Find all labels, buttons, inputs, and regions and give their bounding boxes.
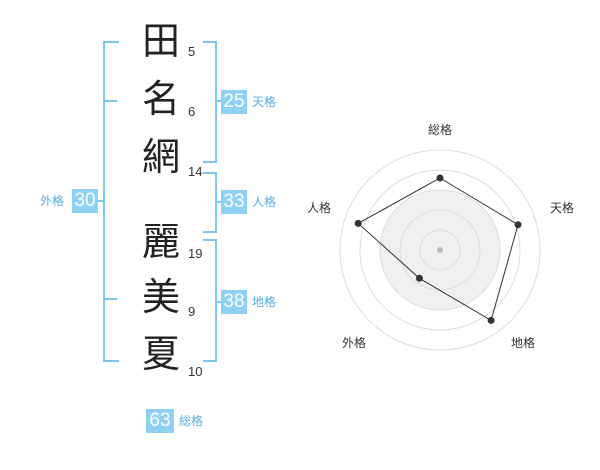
radar-center [437, 247, 443, 253]
radar-point-2 [487, 316, 495, 324]
stroke-count: 14 [188, 164, 203, 179]
gaikaku-connector [97, 200, 103, 202]
stroke-count: 9 [188, 304, 196, 319]
soukaku-label: 総格 [179, 414, 204, 428]
gaikaku-bracket-tick [103, 298, 117, 300]
stroke-count: 19 [188, 246, 203, 261]
radar-axis-label-soukaku: 総格 [428, 123, 453, 137]
radar-point-0 [436, 174, 444, 182]
jinkaku-value-badge: 33 [221, 190, 247, 214]
gaikaku-label: 外格 [40, 194, 65, 208]
tenkaku-value-badge: 25 [221, 90, 247, 114]
given-char-1: 麗 [141, 220, 180, 264]
radar-point-3 [415, 274, 423, 282]
surname-char-2: 名 [141, 77, 180, 121]
radar-grid-ring [419, 229, 461, 271]
jinkaku-connector [217, 201, 221, 203]
jinkaku-label: 人格 [252, 195, 277, 209]
stroke-count: 6 [188, 104, 196, 119]
radar-axis-label-chikaku: 地格 [511, 336, 536, 350]
surname-char-1: 田 [141, 19, 180, 63]
gaikaku-value-badge: 30 [72, 189, 98, 213]
radar-axis-label-tenkaku: 天格 [550, 201, 575, 215]
chikaku-value-badge: 38 [221, 290, 247, 314]
stroke-count: 10 [188, 364, 203, 379]
tenkaku-label: 天格 [252, 95, 277, 109]
given-char-2: 美 [141, 275, 180, 319]
tenkaku-bracket [203, 41, 217, 163]
radar-series-line [357, 177, 519, 322]
radar-axis-label-jinkaku: 人格 [307, 201, 332, 215]
chikaku-bracket [203, 239, 217, 362]
radar-point-4 [354, 219, 362, 227]
stroke-count: 5 [188, 44, 196, 59]
chikaku-label: 地格 [252, 295, 277, 309]
jinkaku-bracket [203, 172, 217, 233]
soukaku-value-badge: 63 [146, 409, 174, 433]
radar-point-1 [514, 221, 522, 229]
chikaku-connector [217, 301, 221, 303]
radar-axis-label-gaikaku: 外格 [342, 336, 367, 350]
gaikaku-bracket-tick [103, 100, 117, 102]
tenkaku-connector [217, 100, 221, 102]
given-char-3: 夏 [141, 332, 180, 376]
surname-char-3: 網 [141, 135, 180, 179]
radar-grid-ring [339, 149, 541, 351]
gaikaku-bracket [103, 41, 119, 362]
radar-grid-ring [359, 169, 521, 331]
